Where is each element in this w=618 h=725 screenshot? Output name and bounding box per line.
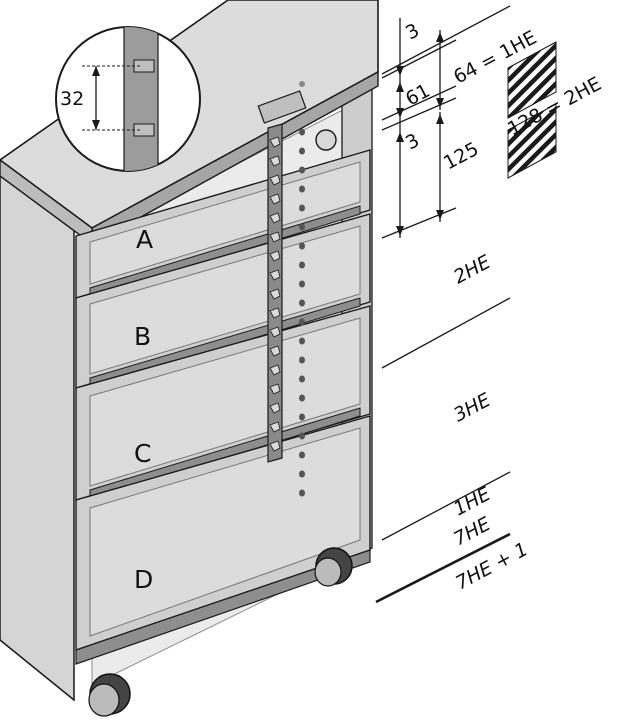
rail-hole — [299, 432, 305, 440]
dim-rail-height: 61 — [402, 80, 434, 111]
rail-hook — [269, 402, 281, 414]
rail-hole — [299, 204, 305, 212]
hatch-block-1he — [507, 41, 557, 119]
rail-hook — [269, 212, 281, 224]
rail-hook — [269, 193, 281, 205]
rail-hole — [299, 223, 305, 231]
rail-hole — [299, 375, 305, 383]
rail-hook — [269, 364, 281, 376]
rail-hole — [299, 489, 305, 497]
rail-hole — [299, 261, 305, 269]
dimension-lines — [375, 5, 511, 604]
castor-back — [314, 547, 353, 587]
rail-hole — [299, 242, 305, 250]
drawer-b: B — [75, 213, 371, 389]
rail-hook — [269, 250, 281, 262]
rail-hole — [299, 128, 305, 136]
drawer-label-b: B — [134, 322, 151, 351]
rail-hole — [299, 147, 305, 155]
dim-top-gap: 3 — [402, 19, 423, 44]
he-label-drawer-c: 3HE — [450, 389, 494, 426]
rail-hole — [299, 337, 305, 345]
rail-hole — [299, 185, 305, 193]
rail-hook — [269, 269, 281, 281]
cabinet-left-side — [0, 171, 75, 702]
he-label-sum-1: 1HE — [450, 483, 494, 520]
rail-hole — [299, 413, 305, 421]
rail-hook — [269, 421, 281, 433]
cabinet-plinth — [75, 549, 371, 665]
castor-front — [88, 673, 131, 717]
rail-hole — [299, 470, 305, 478]
rail-hook — [269, 440, 281, 452]
rail-hole — [299, 166, 305, 174]
rail-hook — [269, 174, 281, 186]
rail-hole — [299, 299, 305, 307]
hatch-block-2he — [507, 103, 557, 179]
rail-hole — [299, 394, 305, 402]
drawer-label-a: A — [136, 225, 153, 254]
rail-hook — [269, 288, 281, 300]
rail-hook — [269, 231, 281, 243]
rail-hole — [299, 280, 305, 288]
rail-hole — [299, 356, 305, 364]
rail-hook — [269, 326, 281, 338]
lock-icon — [257, 81, 337, 151]
he-label-drawer-b: 2HE — [450, 251, 494, 288]
rail-hole — [299, 318, 305, 326]
rail-hole — [299, 451, 305, 459]
drawer-rail — [267, 123, 305, 497]
dim-drawer-height: 125 — [440, 138, 482, 174]
dim-bottom-gap: 3 — [402, 129, 423, 154]
drawer-label-c: C — [134, 439, 151, 468]
rail-hook — [269, 307, 281, 319]
rail-hook — [269, 383, 281, 395]
detail-magnifier: 32 — [55, 26, 201, 172]
rail-hook — [269, 136, 281, 148]
cabinet: A B C D — [0, 0, 379, 717]
rail-hook — [269, 345, 281, 357]
rail-hook — [269, 155, 281, 167]
dimension-arrowheads — [396, 32, 444, 236]
detail-dimension-label: 32 — [60, 88, 84, 110]
drawer-label-d: D — [134, 565, 153, 594]
